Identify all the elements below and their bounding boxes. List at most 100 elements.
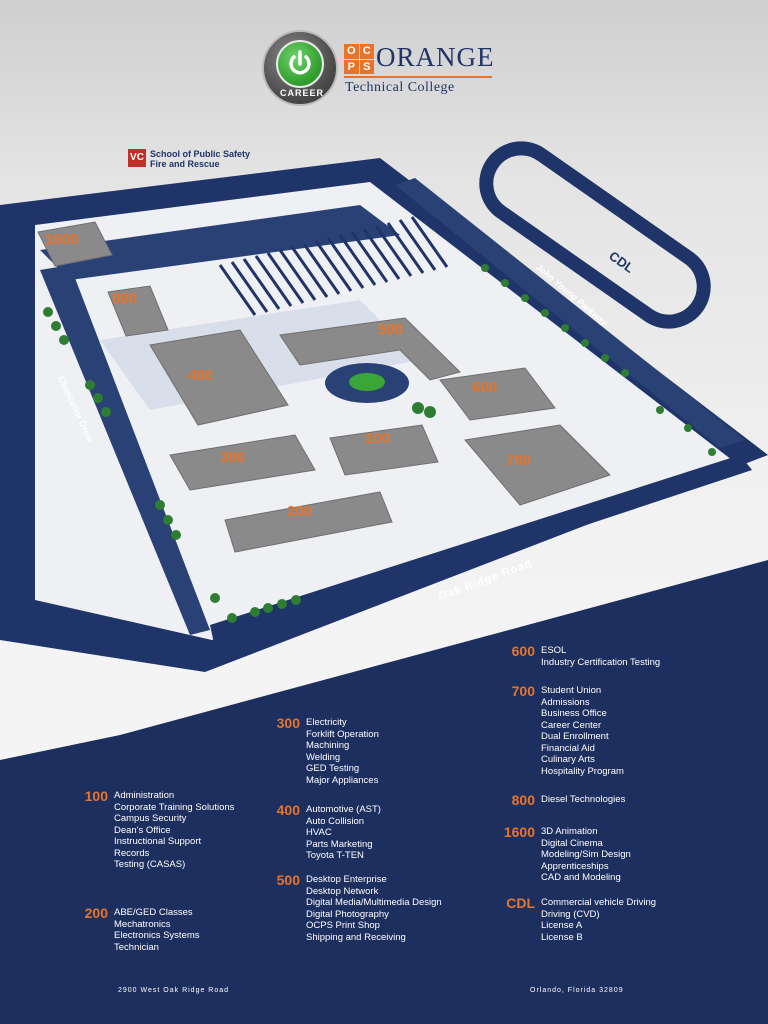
legend-item: Parts Marketing [306, 838, 373, 850]
legend-number: 500 [276, 872, 300, 888]
legend-item: ESOL [541, 645, 567, 656]
legend-item: Mechatronics [114, 918, 171, 930]
road-john-young [395, 178, 745, 448]
legend-number: 300 [276, 715, 300, 731]
ocps-letter: O [344, 44, 359, 59]
ocps-letter: C [359, 44, 374, 59]
label-200: 200 [287, 503, 312, 520]
power-icon [276, 40, 324, 88]
ocps-letter: P [344, 59, 359, 74]
legend-item: 3D Animation [541, 826, 598, 837]
legend-number: CDL [506, 895, 535, 911]
legend-item: Campus Security [114, 813, 187, 824]
legend-item: Toyota T-TEN [306, 850, 364, 861]
label-100: 100 [365, 430, 390, 447]
legend-number: 400 [276, 802, 300, 818]
road-chancellor [40, 265, 210, 635]
legend-number: 100 [84, 788, 108, 804]
legend-item: Auto Collision [306, 815, 365, 827]
legend-item: HVAC [306, 827, 332, 838]
legend-item: Desktop Enterprise [306, 874, 387, 885]
legend-item: Financial Aid [541, 742, 595, 754]
school-badge-text: School of Public Safety Fire and Rescue [150, 149, 250, 169]
legend-item: Shipping and Receiving [306, 931, 406, 943]
legend-number: 1600 [503, 824, 535, 840]
trees [43, 264, 716, 623]
building-700 [464, 424, 611, 506]
school-badge-line1: School of Public Safety [150, 149, 251, 159]
legend-item: GED Testing [306, 763, 360, 774]
legend-item: Apprenticeships [541, 860, 609, 872]
building-800 [107, 285, 169, 337]
footer-city: Orlando, Florida 32809 [530, 987, 624, 994]
legend-item: Digital Photography [306, 908, 389, 920]
building-100 [329, 424, 439, 476]
legend-panel-bg [0, 560, 768, 1024]
legend-number: 800 [511, 792, 535, 808]
brand-name: ORANGE [376, 42, 495, 72]
legend-item: Machining [306, 740, 350, 751]
legend-item: Testing (CASAS) [114, 859, 186, 870]
buildings [37, 221, 611, 553]
building-200 [224, 491, 393, 553]
label-300: 300 [220, 449, 245, 466]
legend-item: Corporate Training Solutions [114, 801, 235, 813]
legend-item: Commercial vehicle Driving [541, 897, 657, 908]
legend-item: Modeling/Sim Design [541, 849, 631, 860]
legend-items: ESOL Industry Certification Testing [541, 645, 660, 668]
label-400: 400 [188, 367, 213, 384]
parking-lots [218, 216, 449, 316]
building-300 [169, 434, 316, 491]
legend-item: Electricity [306, 717, 347, 728]
label-800: 800 [112, 290, 137, 307]
legend-items: ABE/GED Classes Mechatronics Electronics… [114, 907, 200, 953]
legend-item: License B [541, 931, 583, 943]
legend-item: License A [541, 920, 583, 931]
legend-items: Diesel Technologies [541, 794, 625, 806]
legend-item: CAD and Modeling [541, 872, 621, 883]
legend-item: Business Office [541, 708, 607, 719]
vc-badge-icon: VC [128, 149, 146, 167]
legend-item: Major Appliances [306, 774, 379, 786]
building-500 [279, 317, 461, 381]
legend-item: Dual Enrollment [541, 731, 609, 742]
legend-item: OCPS Print Shop [306, 920, 380, 931]
ocps-logo: O C P S [344, 44, 374, 74]
legend-item: Forklift Operation [306, 728, 379, 740]
road-oak-ridge [210, 455, 752, 648]
legend-item: Industry Certification Testing [541, 656, 661, 668]
building-1600 [37, 221, 113, 267]
legend-item: Driving (CVD) [541, 908, 600, 920]
legend-item: Digital Cinema [541, 837, 603, 849]
road-label-cdl: CDL [606, 248, 637, 276]
legend-item: Dean's Office [114, 824, 171, 836]
legend-item: Diesel Technologies [541, 794, 626, 805]
brand-divider [344, 76, 492, 78]
legend-item: Records [114, 847, 150, 859]
legend-number: 700 [511, 683, 535, 699]
school-badge-line2: Fire and Rescue [150, 159, 220, 169]
brand-subtitle: Technical College [345, 80, 455, 95]
footer-address: 2900 West Oak Ridge Road [118, 987, 230, 994]
legend-items: Desktop Enterprise Desktop Network Digit… [306, 874, 442, 943]
building-600 [439, 367, 556, 421]
legend-item: Administration [114, 790, 175, 801]
label-600: 600 [472, 379, 497, 396]
legend-item: Admissions [541, 696, 590, 708]
ocps-letter: S [359, 59, 374, 74]
legend-items: Student Union Admissions Business Office… [541, 685, 624, 777]
career-text: CAREER [279, 88, 324, 98]
label-1600: 1600 [45, 231, 78, 248]
legend-items: 3D Animation Digital Cinema Modeling/Sim… [541, 826, 631, 884]
legend-item: Desktop Network [306, 885, 379, 897]
legend-item: Digital Media/Multimedia Design [306, 897, 442, 908]
cdl-track [479, 141, 711, 329]
legend-item: Hospitality Program [541, 765, 624, 777]
road-north [40, 205, 400, 280]
building-labels: 1600 800 400 500 600 300 100 700 200 [45, 231, 531, 520]
building-400 [149, 329, 289, 426]
legend-items: Administration Corporate Training Soluti… [114, 790, 234, 871]
legend-item: Student Union [541, 685, 602, 696]
legend-item: Welding [306, 751, 341, 763]
